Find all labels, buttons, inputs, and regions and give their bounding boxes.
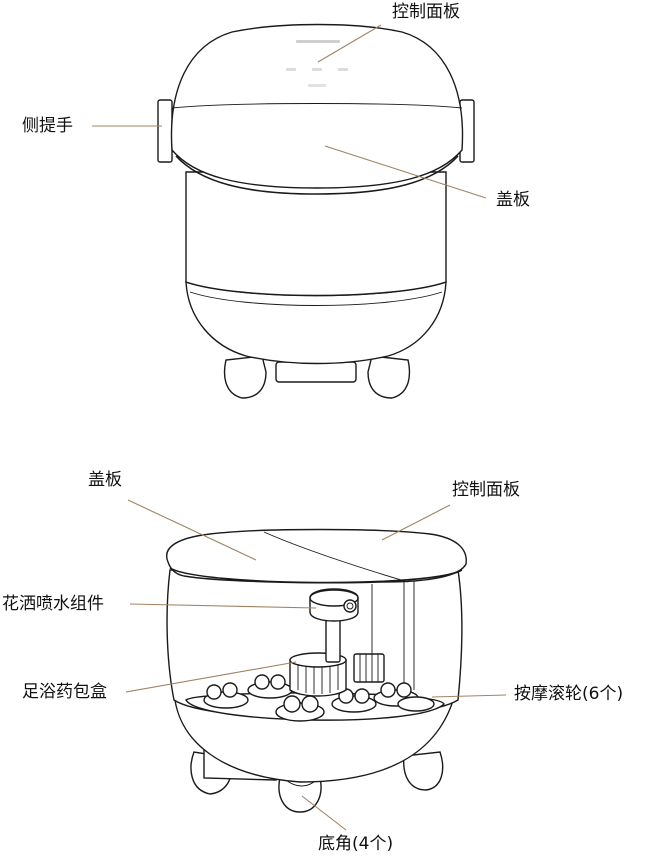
top-lid: [170, 23, 464, 189]
top-lid-split: [171, 103, 463, 109]
label-shower-spray-assembly: 花洒喷水组件: [2, 594, 104, 614]
label-top-lid: 盖板: [496, 190, 530, 210]
leader-top-lid: [324, 145, 487, 199]
massage-roller-group: [203, 674, 435, 722]
leader-bottom-rollers: [431, 694, 507, 698]
label-bottom-control-panel: 控制面板: [452, 480, 520, 500]
top-middle-body: [185, 171, 447, 297]
roller-ball: [396, 682, 412, 698]
label-herb-box: 足浴药包盒: [22, 682, 107, 702]
leader-bottom-herb-box: [125, 661, 297, 693]
massage-roller: [397, 696, 435, 712]
roller-ball: [222, 682, 238, 698]
bottom-lid-split: [263, 531, 409, 583]
roller-ball: [283, 695, 301, 713]
massage-roller: [247, 681, 293, 699]
foot-bath-open-view: [166, 528, 467, 813]
roller-ball: [270, 674, 286, 690]
leader-bottom-lid: [127, 499, 257, 561]
shower-spray-assembly: [309, 588, 359, 663]
top-foot-left: [223, 355, 267, 399]
top-control-icons: [286, 40, 348, 87]
massage-roller: [331, 695, 377, 713]
leader-top-control-panel: [317, 24, 382, 63]
roller-ball: [380, 682, 396, 698]
roller-ball: [254, 674, 270, 690]
top-body-seam-2: [189, 291, 443, 306]
leader-bottom-shower: [129, 603, 317, 609]
leader-bottom-control-panel: [381, 504, 451, 541]
bottom-foot-right: [403, 751, 444, 791]
label-bottom-lid: 盖板: [88, 470, 122, 490]
bottom-lid-edge: [169, 567, 463, 584]
bottom-lid: [166, 528, 467, 584]
label-top-control-panel: 控制面板: [392, 2, 460, 22]
heater-comb: [353, 653, 385, 683]
top-side-handle-left: [157, 99, 173, 163]
label-massage-rollers: 按摩滚轮(6个): [514, 684, 624, 704]
roller-ball: [206, 684, 222, 700]
label-top-side-handle: 侧提手: [22, 116, 73, 136]
leader-bottom-feet: [301, 795, 347, 831]
herb-box: [289, 652, 347, 697]
top-foot-right: [367, 355, 411, 399]
label-feet: 底角(4个): [318, 834, 394, 854]
bottom-foot-front: [278, 777, 322, 813]
roller-ball: [301, 695, 319, 713]
roller-ball: [354, 688, 370, 704]
foot-bath-closed-view: [157, 23, 475, 399]
top-lid-rim: [175, 155, 459, 195]
top-front-slot: [275, 361, 357, 383]
